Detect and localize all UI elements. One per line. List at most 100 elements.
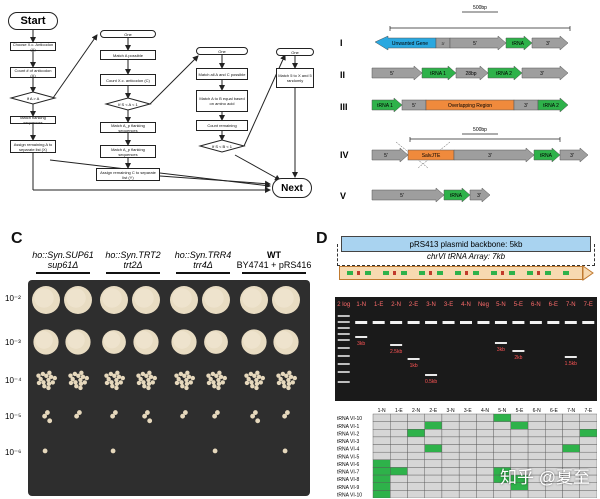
- table-cell: [390, 429, 408, 438]
- table-cell: [476, 429, 494, 438]
- construct-diagrams: I 500bp Unwanted Gene 3' 5' tRNA 3' II 5…: [340, 5, 589, 203]
- table-cell: [458, 459, 477, 468]
- table-cell: [493, 436, 512, 445]
- table-cell: [407, 413, 425, 422]
- segment-label: 3': [546, 41, 550, 47]
- gel-lane-label: 4-N: [461, 302, 471, 308]
- yeast-spot: [180, 410, 188, 419]
- segment-label: Unwanted Gene: [392, 41, 428, 47]
- plasmid-map: pRS413 plasmid backbone: 5kb chrVI tRNA …: [335, 234, 597, 296]
- band-size-label: 0.5kb: [425, 379, 437, 385]
- table-row-header: tRNA VI-1: [337, 424, 359, 430]
- table-cell: [407, 482, 425, 491]
- yeast-spot: [74, 410, 82, 419]
- segment-label: tRNA 2: [543, 103, 559, 109]
- table-cell: [441, 413, 460, 422]
- segment-label: Overlapping Region: [448, 103, 492, 109]
- gel-band: [477, 321, 490, 324]
- table-cell: [476, 413, 494, 422]
- strain-header: ho::Syn.TRR4 trr4Δ: [170, 250, 236, 274]
- dilution-label: 10⁻⁴: [5, 376, 22, 385]
- table-cell: [527, 421, 546, 430]
- gel-lane-label: 6-E: [549, 302, 558, 308]
- flow-step: Match A possible: [100, 50, 156, 60]
- gel-lane-label: 1-N: [356, 302, 366, 308]
- ladder-band: [337, 315, 350, 317]
- strain-line2: BY4741 + pRS416: [236, 260, 312, 270]
- ladder-band: [337, 333, 350, 335]
- table-cell: [407, 490, 425, 498]
- table-col-header: 5-N: [498, 408, 506, 414]
- yeast-spot: [32, 286, 60, 314]
- table-cell: [407, 436, 425, 445]
- scale-label: 500bp: [473, 127, 487, 133]
- table-cell: [562, 421, 580, 430]
- segment-label: 3': [524, 103, 528, 109]
- ladder-band: [337, 339, 350, 341]
- yeast-spot: [204, 330, 228, 354]
- yeast-spot: [142, 410, 153, 424]
- strain-line2: sup61Δ: [47, 260, 79, 270]
- table-cell: [510, 429, 529, 438]
- gel-band: [425, 321, 438, 324]
- table-cell: [458, 482, 477, 491]
- table-cell: [510, 413, 529, 422]
- table-cell: [390, 467, 408, 476]
- segment-label: 5': [390, 71, 394, 77]
- ladder-band: [337, 355, 350, 357]
- table-col-header: 1-E: [395, 408, 403, 414]
- table-cell: [424, 467, 443, 476]
- flow-step: Match 5 to X and 5 randomly: [276, 68, 314, 88]
- gel-band: [390, 344, 403, 346]
- gel-lane-label: 7-N: [566, 302, 576, 308]
- table-cell: [562, 451, 580, 461]
- backbone-bar: pRS413 plasmid backbone: 5kb: [341, 236, 591, 252]
- diamond-1-text: If A > A: [27, 96, 40, 101]
- table-cell: [458, 474, 477, 483]
- flow-step: One: [100, 30, 156, 38]
- yeast-spot: [110, 410, 118, 419]
- table-cell: [424, 413, 443, 422]
- table-cell: [424, 474, 443, 483]
- gel-lane-label: 7-E: [584, 302, 593, 308]
- table-col-header: 2-E: [429, 408, 437, 414]
- table-cell: [545, 451, 563, 461]
- table-cell: [372, 490, 391, 498]
- yeast-spot: [171, 329, 197, 355]
- yeast-spot: [276, 370, 297, 391]
- gel-band: [564, 356, 577, 358]
- table-cell: [510, 436, 529, 445]
- table-cell: [372, 429, 391, 438]
- row-num: IV: [340, 150, 349, 160]
- table-cell: [510, 490, 529, 498]
- dilution-labels: 10⁻² 10⁻³ 10⁻⁴ 10⁻⁵ 10⁻⁶: [3, 280, 27, 480]
- band-size-label: 3kb: [497, 347, 505, 353]
- table-cell: [424, 436, 443, 445]
- table-cell: [458, 451, 477, 461]
- table-cell: [390, 436, 408, 445]
- flow-step: Match A to B equal based on amino acid: [196, 90, 248, 112]
- diamond-2-text: If S < A < 1: [118, 102, 138, 107]
- table-cell: [372, 444, 391, 453]
- table-cell: [424, 482, 443, 491]
- table-cell: [476, 451, 494, 461]
- table-cell: [458, 490, 477, 498]
- strain-line2: trt2Δ: [123, 260, 143, 270]
- segment-label: tRNA 1: [430, 71, 446, 77]
- table-cell: [390, 444, 408, 453]
- band-size-label: 2.5kb: [390, 349, 402, 355]
- table-row-header: tRNA VI-3: [337, 439, 359, 445]
- table-cell: [441, 436, 460, 445]
- yeast-spot: [42, 410, 53, 424]
- table-col-header: 6-E: [550, 408, 558, 414]
- table-row-header: tRNA VI-9: [337, 485, 359, 491]
- yeast-spot: [110, 448, 116, 454]
- array-elements: [347, 265, 594, 281]
- table-cell: [545, 490, 563, 498]
- table-cell: [510, 451, 529, 461]
- table-cell: [372, 421, 391, 430]
- flow-step: Count remaining: [196, 120, 248, 131]
- flow-step: Match all A and C possible: [196, 68, 248, 80]
- flow-step: Match flanking sequences: [10, 115, 56, 125]
- flow-step: Match A_p flanking sequences: [100, 145, 156, 158]
